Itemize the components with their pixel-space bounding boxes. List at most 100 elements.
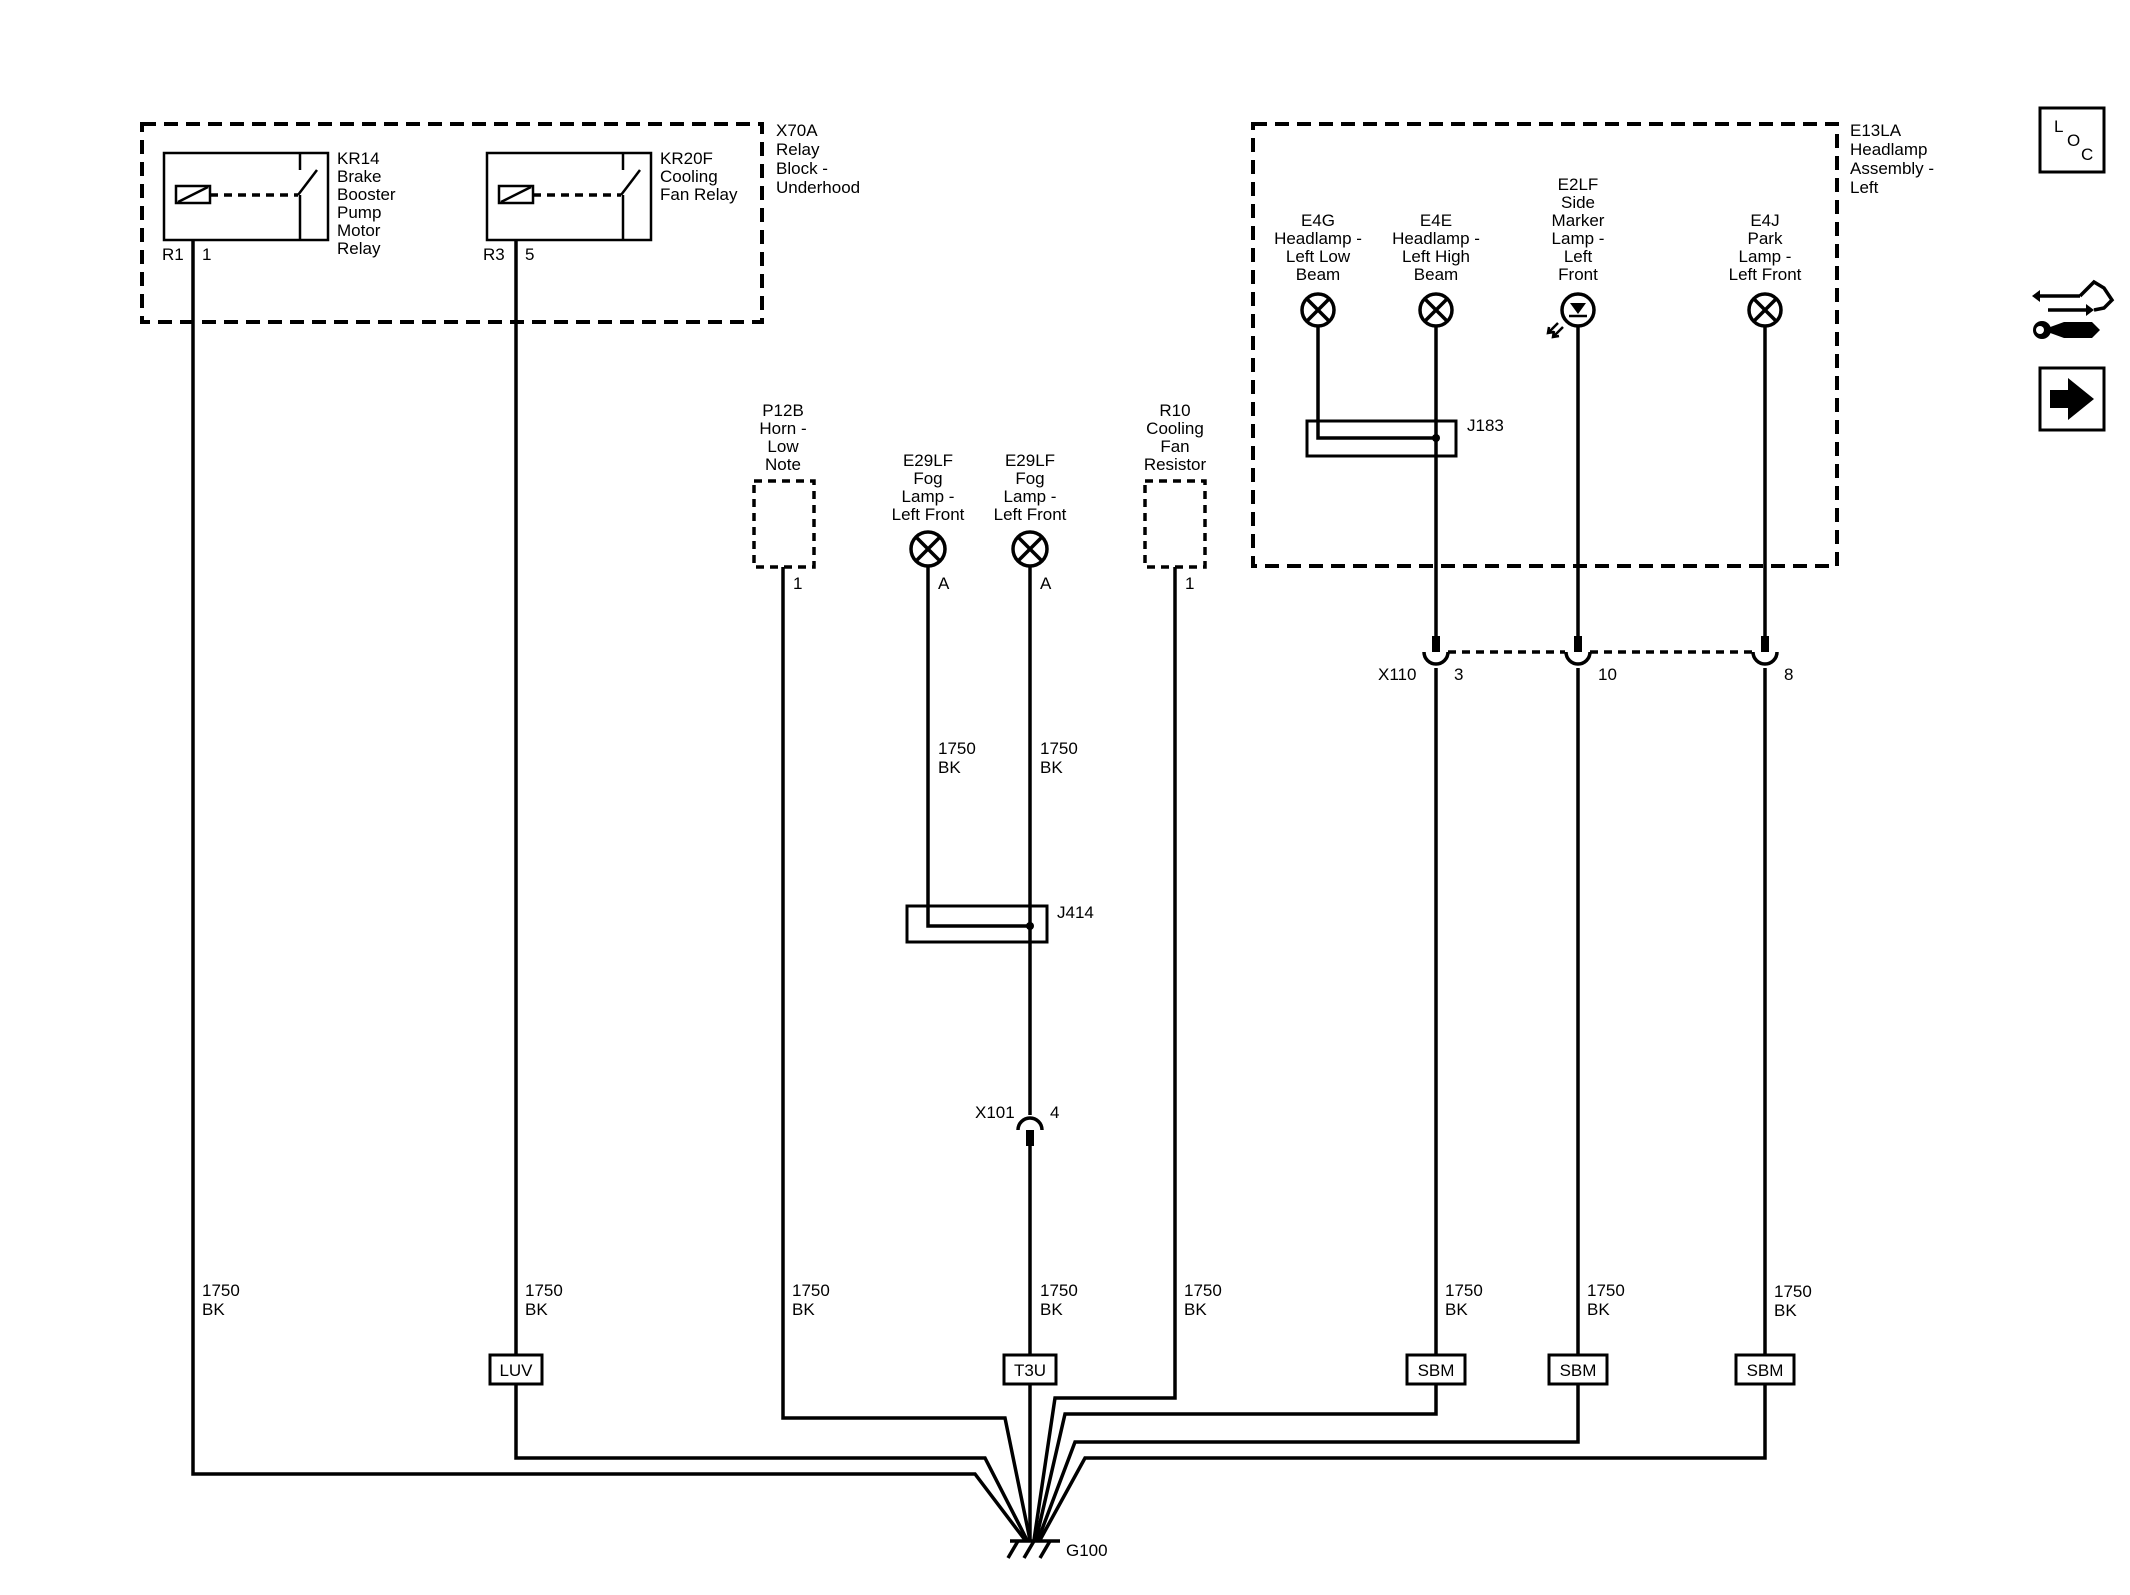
wire-size-label: 1750 <box>1184 1281 1222 1300</box>
luv-tag: LUV <box>488 1353 544 1386</box>
kr14-label-line5: Motor <box>337 221 381 240</box>
kr20f-pin: 5 <box>525 245 534 264</box>
e2lf-label-line3: Marker <box>1552 211 1605 230</box>
x70a-boundary <box>140 122 764 324</box>
x70a-label-line4: Underhood <box>776 178 860 197</box>
fog2-label-line4: Left Front <box>994 505 1067 524</box>
fog1-label-line4: Left Front <box>892 505 965 524</box>
e29lf-fog-lamp-2: E29LF Fog Lamp - Left Front A <box>994 451 1067 593</box>
wire-sbm3-ground <box>1038 1382 1767 1541</box>
e4j-label-line4: Left Front <box>1729 265 1802 284</box>
e4j-label-line1: E4J <box>1750 211 1779 230</box>
j414-splice-dot <box>1026 922 1034 930</box>
p12b-pin: 1 <box>793 574 802 593</box>
p12b-label-line2: Horn - <box>759 419 806 438</box>
e4e-lamp-icon <box>1418 292 1454 328</box>
loc-icon[interactable]: L O C <box>2038 106 2106 174</box>
e4g-label-line3: Left Low <box>1286 247 1351 266</box>
connector-tool-icon[interactable] <box>2032 279 2115 339</box>
sbm-tag: SBM <box>1734 1353 1796 1386</box>
x110-name: X110 <box>1378 665 1416 684</box>
g100-ground: G100 <box>1006 1539 1108 1560</box>
kr14-pin: 1 <box>202 245 211 264</box>
wire-color-label: BK <box>1445 1300 1468 1319</box>
r10-label-line4: Resistor <box>1144 455 1207 474</box>
e2lf-label-line2: Side <box>1561 193 1595 212</box>
p12b-label-line4: Note <box>765 455 801 474</box>
r10-cooling-fan-resistor: R10 Cooling Fan Resistor 1 <box>1143 401 1207 593</box>
x110-pin-10: 10 <box>1598 665 1617 684</box>
kr14-body <box>162 151 330 242</box>
e4j-label-line2: Park <box>1748 229 1783 248</box>
t3u-tag: T3U <box>1002 1353 1058 1386</box>
wire-kr20f-lower <box>514 1382 1029 1541</box>
wire-sbm2-ground <box>1036 1382 1580 1541</box>
wires <box>191 240 1767 1542</box>
e2lf-label-line6: Front <box>1558 265 1598 284</box>
x110-connector: X110 3 10 8 <box>1378 636 1793 684</box>
r10-label-line1: R10 <box>1159 401 1190 420</box>
wire-color-label: BK <box>1040 1300 1063 1319</box>
fog2-label-line3: Lamp - <box>1004 487 1057 506</box>
t3u-tag-label: T3U <box>1014 1361 1046 1380</box>
fog1-label-line3: Lamp - <box>902 487 955 506</box>
wire-size-label: 1750 <box>1587 1281 1625 1300</box>
wire-kr14-ground <box>191 240 1027 1542</box>
fog1-pin: A <box>938 574 950 593</box>
wire-r10-ground <box>1032 567 1177 1541</box>
fog2-label-line2: Fog <box>1015 469 1044 488</box>
j183-label: J183 <box>1467 416 1504 435</box>
e2lf-label-line1: E2LF <box>1558 175 1599 194</box>
p12b-body <box>752 479 816 569</box>
p12b-label-line1: P12B <box>762 401 804 420</box>
wire-color-label: BK <box>202 1300 225 1319</box>
x70a-label-line3: Block - <box>776 159 828 178</box>
kr14-label-line6: Relay <box>337 239 381 258</box>
e4g-label-line4: Beam <box>1296 265 1340 284</box>
e2lf-label-line5: Left <box>1564 247 1593 266</box>
fog1-label-line2: Fog <box>913 469 942 488</box>
wire-p12b-ground <box>781 567 1032 1541</box>
x110-pin-8: 8 <box>1784 665 1793 684</box>
wire-size-label: 1750 <box>525 1281 563 1300</box>
kr20f-label-line1: KR20F <box>660 149 713 168</box>
fog1-label-line1: E29LF <box>903 451 953 470</box>
wire-color-label: BK <box>1184 1300 1207 1319</box>
kr14-cavity: R1 <box>162 245 184 264</box>
ground-label: G100 <box>1066 1541 1108 1560</box>
e2lf-label-line4: Lamp - <box>1552 229 1605 248</box>
luv-tag-label: LUV <box>499 1361 533 1380</box>
wire-labels: 1750 BK 1750 BK 1750 BK 1750 BK 1750 BK … <box>202 739 1812 1320</box>
next-arrow-icon[interactable] <box>2038 366 2106 432</box>
e13la-label-line4: Left <box>1850 178 1879 197</box>
wire-size-label: 1750 <box>792 1281 830 1300</box>
loc-icon-letter-c: C <box>2081 145 2093 164</box>
kr20f-label-line2: Cooling <box>660 167 718 186</box>
wire-color-label: BK <box>792 1300 815 1319</box>
wire-size-label: 1750 <box>1774 1282 1812 1301</box>
kr20f-body <box>485 151 653 242</box>
wire-e4g-j183 <box>1316 326 1436 440</box>
x70a-label-line1: X70A <box>776 121 818 140</box>
j414-label: J414 <box>1057 903 1094 922</box>
e13la-headlamp-assembly: E13LA Headlamp Assembly - Left E4G Headl… <box>1251 121 1934 568</box>
wire-color-label: BK <box>525 1300 548 1319</box>
e4j-label-line3: Lamp - <box>1739 247 1792 266</box>
wire-size-label: 1750 <box>938 739 976 758</box>
wire-color-label: BK <box>1587 1300 1610 1319</box>
wire-size-label: 1750 <box>1040 1281 1078 1300</box>
kr20f-relay: KR20F Cooling Fan Relay R3 5 <box>483 149 738 264</box>
e13la-label-line2: Headlamp <box>1850 140 1928 159</box>
e4e-label-line4: Beam <box>1414 265 1458 284</box>
p12b-label-line3: Low <box>767 437 799 456</box>
kr14-label-line2: Brake <box>337 167 381 186</box>
x101-name: X101 <box>975 1103 1015 1122</box>
e13la-label-line1: E13LA <box>1850 121 1902 140</box>
loc-icon-letter-o: O <box>2067 131 2080 150</box>
e4g-lamp-icon <box>1300 292 1336 328</box>
kr14-label-line4: Pump <box>337 203 381 222</box>
e4e-label-line3: Left High <box>1402 247 1470 266</box>
sbm-tag-label: SBM <box>1418 1361 1455 1380</box>
e2lf-led-lamp-icon <box>1546 292 1596 339</box>
